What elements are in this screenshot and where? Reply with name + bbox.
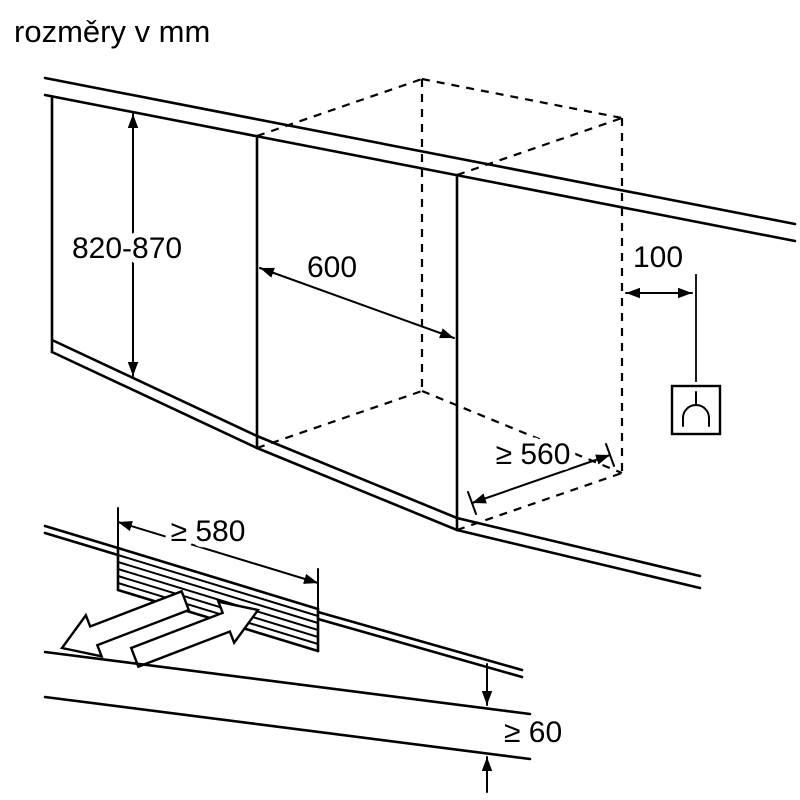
plinth-detail: ≥ 580 ≥ 60 [43, 507, 568, 793]
dim-niche-width: 600 [259, 245, 455, 339]
niche-bottom-left-depth-edge [256, 389, 423, 450]
plinth-right-band-top [316, 610, 524, 672]
niche-depth-arrow [471, 454, 611, 504]
outlet-distance-label: 100 [633, 241, 683, 274]
worktop-and-cabinets [43, 76, 797, 590]
plinth-left-band-top [43, 524, 120, 550]
airflow-out-arrow [59, 589, 191, 658]
niche-back-top-edge [421, 77, 623, 120]
cabinet-base-line-upper [50, 338, 702, 578]
worktop-bottom-edge [43, 93, 797, 243]
slat-line [117, 575, 319, 638]
niche-bottom-right-depth-edge [456, 471, 623, 532]
airflow-out-arrow-shape [59, 589, 191, 658]
outlet-symbol [670, 384, 722, 436]
niche-width-label: 600 [307, 251, 357, 284]
dim-niche-height: 820-870 [66, 113, 188, 377]
niche-depth-label: ≥ 560 [496, 438, 571, 471]
dim-plinth-vent-height: ≥ 60 [481, 663, 568, 793]
niche-width-arrow [259, 267, 455, 339]
plinth-gap-top-line [43, 650, 532, 716]
airflow-in-arrow-shape [129, 600, 261, 669]
airflow-in-arrow [129, 600, 261, 669]
power-outlet-icon [682, 391, 710, 427]
plinth-right-band-bottom [316, 617, 524, 679]
dim-plinth-cutout: ≥ 580 [117, 507, 319, 620]
dim-outlet-distance: 100 [625, 235, 697, 382]
plinth-gap-bottom-line [43, 695, 532, 761]
niche-height-label: 820-870 [72, 232, 182, 265]
outlet-icon-arc [682, 404, 710, 419]
cabinet-base-line-lower [50, 350, 702, 590]
plinth-cutout-label: ≥ 580 [171, 515, 246, 548]
niche-top-right-depth-edge [456, 116, 623, 177]
niche-top-left-depth-edge [256, 77, 423, 138]
worktop-top-edge [43, 76, 797, 226]
plinth-vent-height-label: ≥ 60 [504, 716, 562, 749]
diagram-title: rozměry v mm [14, 14, 210, 49]
plinth-cutout-arrow [117, 521, 319, 584]
plinth-left-band-bottom [43, 531, 120, 557]
dim-niche-depth: ≥ 560 [467, 432, 615, 515]
